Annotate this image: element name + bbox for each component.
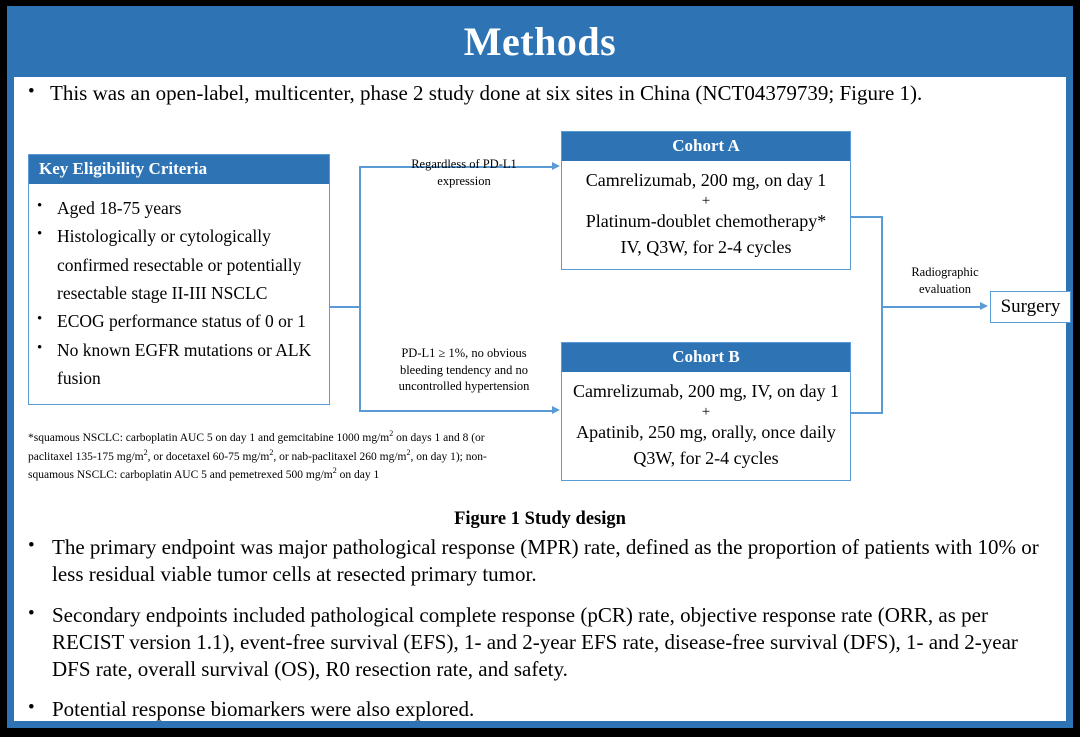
cohort-b-line-3: Q3W, for 2-4 cycles <box>633 447 779 468</box>
footnote-superscript: 2 <box>143 447 148 457</box>
eligibility-criteria-box: Key Eligibility Criteria • Aged 18-75 ye… <box>28 154 330 406</box>
connector-to-cohort-b <box>359 410 552 412</box>
connector-merge-riser <box>881 216 883 412</box>
eligibility-list: • Aged 18-75 years • Histologically or c… <box>29 184 329 404</box>
slide-canvas: Methods • This was an open-label, multic… <box>7 6 1073 728</box>
endpoint-text-primary: The primary endpoint was major pathologi… <box>52 535 1039 586</box>
cohort-b-box: Cohort B Camrelizumab, 200 mg, IV, on da… <box>561 342 851 482</box>
footnote-text: , on day 1); non- <box>410 450 487 463</box>
cohort-a-line-2: Platinum-doublet chemotherapy* <box>585 211 827 232</box>
cohort-b-body: Camrelizumab, 200 mg, IV, on day 1 + Apa… <box>562 372 850 480</box>
footnote-text: *squamous NSCLC: carboplatin AUC 5 on da… <box>28 431 390 444</box>
cohort-b-line-2: Apatinib, 250 mg, orally, once daily <box>576 422 836 443</box>
eligibility-item-text: No known EGFR mutations or ALK fusion <box>57 339 312 389</box>
bullet-marker: • <box>37 226 43 243</box>
footnote-superscript: 2 <box>389 429 394 438</box>
footnote-line-3: squamous NSCLC: carboplatin AUC 5 and pe… <box>28 465 558 484</box>
eligibility-header: Key Eligibility Criteria <box>29 155 329 184</box>
bullet-marker: • <box>28 602 35 624</box>
list-item: • No known EGFR mutations or ALK fusion <box>37 336 321 393</box>
footnote-superscript: 2 <box>332 466 337 476</box>
footnote-text: on days 1 and 8 (or <box>393 431 485 444</box>
connector-to-surgery <box>881 306 982 308</box>
footnote-text: , or docetaxel 60-75 mg/m <box>147 450 270 463</box>
bullet-marker: • <box>28 535 35 556</box>
surgery-box: Surgery <box>990 291 1071 323</box>
study-design-flowchart: Key Eligibility Criteria • Aged 18-75 ye… <box>14 116 1071 506</box>
cohort-a-plus: + <box>701 192 711 209</box>
arrow-to-cohort-b-icon <box>552 406 560 414</box>
footnote-line-2: paclitaxel 135-175 mg/m2, or docetaxel 6… <box>28 447 558 466</box>
figure-caption: Figure 1 Study design <box>454 509 626 529</box>
footnote-text: on day 1 <box>336 469 380 482</box>
list-item: • Secondary endpoints included pathologi… <box>28 602 1056 683</box>
cohort-b-plus: + <box>701 403 711 420</box>
cohort-a-body: Camrelizumab, 200 mg, on day 1 + Platinu… <box>562 161 850 269</box>
footnote-text: squamous NSCLC: carboplatin AUC 5 and pe… <box>28 469 333 482</box>
endpoint-text-biomarkers: Potential response biomarkers were also … <box>52 697 475 722</box>
list-item: • Potential response biomarkers were als… <box>28 696 1056 723</box>
bullet-marker: • <box>37 311 43 328</box>
cohort-a-box: Cohort A Camrelizumab, 200 mg, on day 1 … <box>561 131 851 271</box>
endpoints-list: • The primary endpoint was major patholo… <box>28 534 1056 737</box>
intro-text: This was an open-label, multicenter, pha… <box>50 81 923 105</box>
cohort-a-line-3: IV, Q3W, for 2-4 cycles <box>620 236 792 257</box>
cohort-b-line-1: Camrelizumab, 200 mg, IV, on day 1 <box>572 381 840 401</box>
footnote-text: paclitaxel 135-175 mg/m <box>28 450 144 463</box>
intro-bullet-row: • This was an open-label, multicenter, p… <box>28 80 1058 106</box>
list-item: • Aged 18-75 years <box>37 194 321 222</box>
endpoint-text-secondary: Secondary endpoints included pathologica… <box>52 602 1018 681</box>
footnote-superscript: 2 <box>269 447 274 457</box>
branch-label-top: Regardless of PD-L1 expression <box>411 157 517 188</box>
slide-header-banner: Methods <box>14 6 1066 77</box>
footnote-superscript: 2 <box>406 447 411 457</box>
connector-to-cohort-a <box>359 166 552 168</box>
footnote-line-1: *squamous NSCLC: carboplatin AUC 5 on da… <box>28 428 558 447</box>
bullet-marker: • <box>37 339 43 356</box>
arrow-to-cohort-a-icon <box>552 162 560 170</box>
cohort-a-header: Cohort A <box>562 132 850 161</box>
list-item: • ECOG performance status of 0 or 1 <box>37 307 321 335</box>
connector-eligibility-stub <box>330 306 360 308</box>
page-title: Methods <box>463 19 617 64</box>
bullet-marker: • <box>28 81 35 102</box>
connector-fork-riser <box>359 166 361 411</box>
bullet-marker: • <box>37 198 43 214</box>
footnote-text: , or nab-paclitaxel 260 mg/m <box>273 450 407 463</box>
eligibility-item-text: ECOG performance status of 0 or 1 <box>57 311 306 332</box>
eligibility-item-text: Histologically or cytologically confirme… <box>57 226 302 304</box>
branch-label-bottom: PD-L1 ≥ 1%, no obvious bleeding tendency… <box>398 346 530 393</box>
radiographic-evaluation-label: Radiographic evaluation <box>911 265 979 296</box>
chemotherapy-footnote: *squamous NSCLC: carboplatin AUC 5 on da… <box>28 428 558 484</box>
connector-cohort-b-out <box>851 412 883 414</box>
arrow-to-surgery-icon <box>980 302 988 310</box>
eligibility-item-text: Aged 18-75 years <box>57 198 182 218</box>
connector-cohort-a-out <box>851 216 883 218</box>
list-item: • The primary endpoint was major patholo… <box>28 534 1056 588</box>
cohort-b-header: Cohort B <box>562 343 850 372</box>
list-item: • Histologically or cytologically confir… <box>37 222 321 307</box>
cohort-a-line-1: Camrelizumab, 200 mg, on day 1 <box>585 170 827 190</box>
bullet-marker: • <box>28 697 35 719</box>
